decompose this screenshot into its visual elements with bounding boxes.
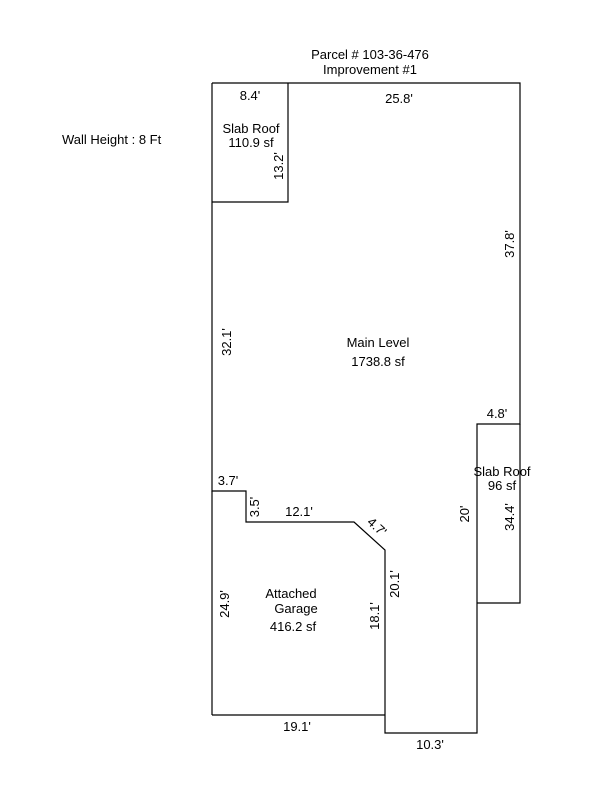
dim-20: 20' — [457, 506, 472, 523]
parcel-number: Parcel # 103-36-476 — [311, 47, 429, 62]
slab-roof-2-outline — [477, 424, 521, 604]
dim-20-1: 20.1' — [387, 570, 402, 598]
main-level-outline — [211, 82, 521, 734]
slab-roof-1-name: Slab Roof — [222, 121, 279, 136]
dim-3-7: 3.7' — [218, 473, 239, 488]
improvement-label: Improvement #1 — [323, 62, 417, 77]
dim-32-1: 32.1' — [219, 328, 234, 356]
slab-roof-1-area: 110.9 sf — [228, 135, 274, 150]
garage-area: 416.2 sf — [270, 619, 317, 634]
dim-34-4: 34.4' — [502, 503, 517, 531]
slab-roof-1-outline — [212, 83, 289, 203]
wall-height-label: Wall Height : 8 Ft — [62, 132, 162, 147]
dim-19-1: 19.1' — [283, 719, 311, 734]
dim-13-2: 13.2' — [271, 152, 286, 180]
dim-37-8: 37.8' — [502, 230, 517, 258]
garage-name-2: Garage — [274, 601, 317, 616]
dim-18-1: 18.1' — [367, 602, 382, 630]
dim-12-1: 12.1' — [285, 504, 313, 519]
slab-roof-2-name: Slab Roof — [473, 464, 530, 479]
main-level-area: 1738.8 sf — [351, 354, 405, 369]
garage-name-1: Attached — [265, 586, 316, 601]
dim-24-9: 24.9' — [217, 590, 232, 618]
main-level-name: Main Level — [347, 335, 410, 350]
dim-25-8: 25.8' — [385, 91, 413, 106]
dim-4-8: 4.8' — [487, 406, 508, 421]
dim-10-3: 10.3' — [416, 737, 444, 752]
dim-3-5: 3.5' — [247, 497, 262, 518]
slab-roof-2-area: 96 sf — [488, 478, 517, 493]
dim-8-4: 8.4' — [240, 88, 261, 103]
